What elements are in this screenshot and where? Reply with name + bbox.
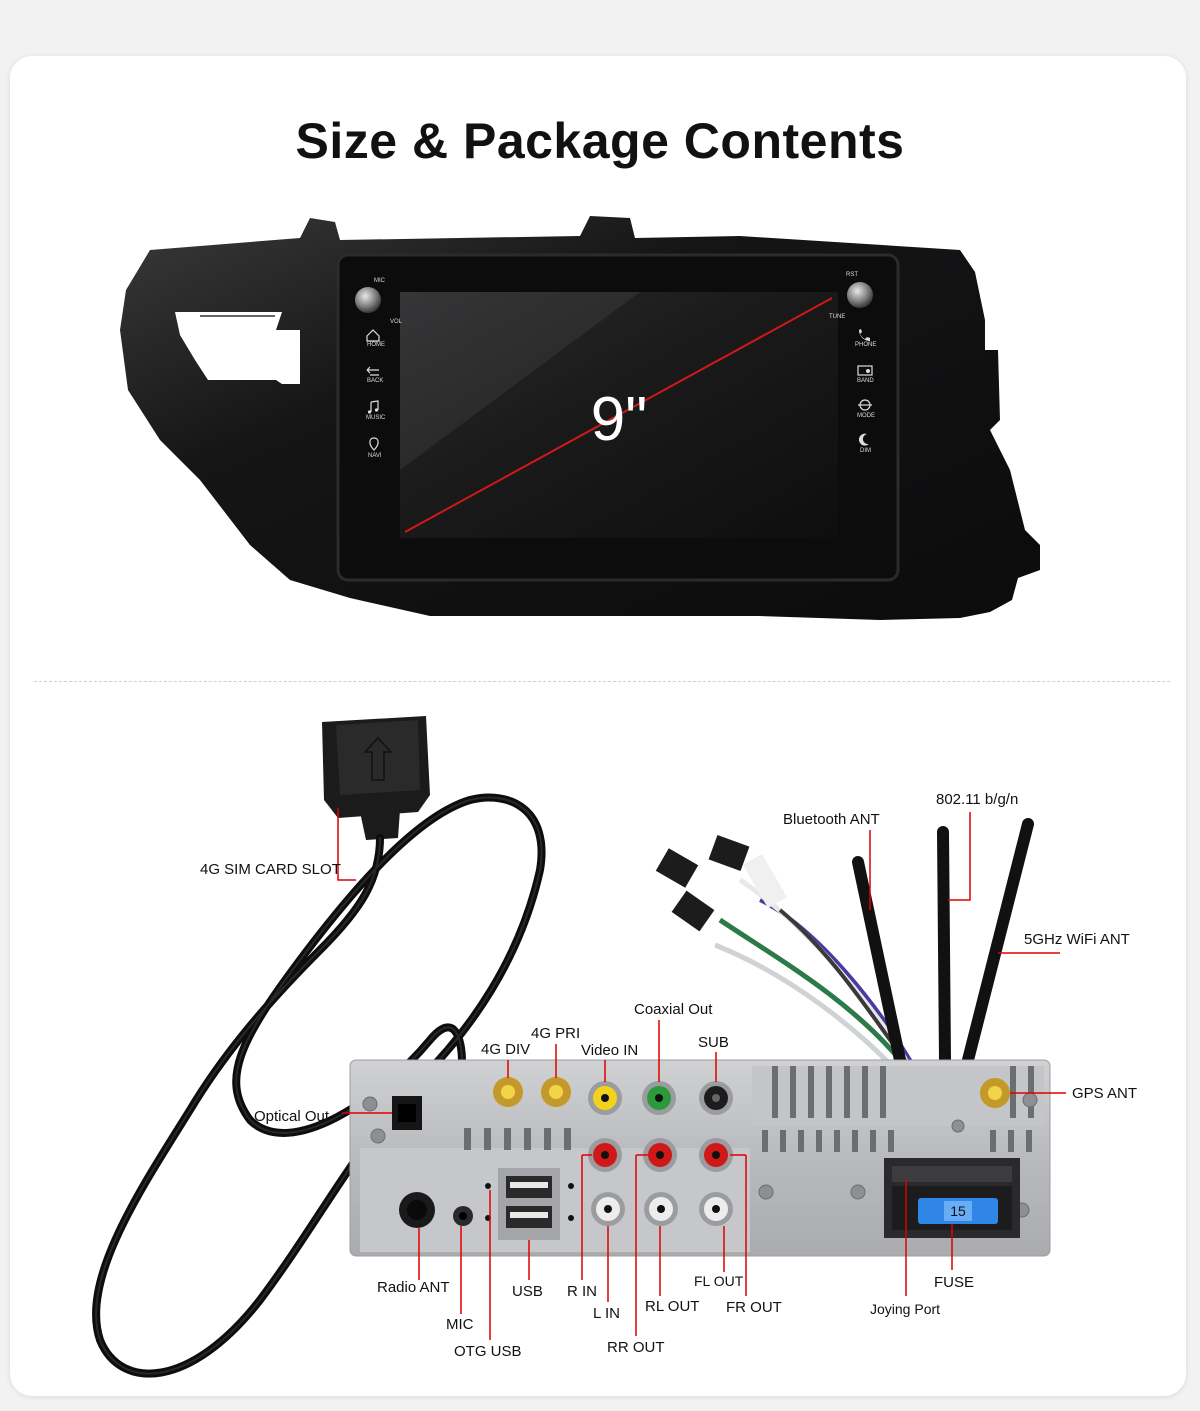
mode-icon[interactable]: [858, 399, 872, 411]
label-usb: USB: [512, 1283, 543, 1300]
label-fuse: FUSE: [934, 1274, 974, 1291]
coaxial-out-jack[interactable]: [642, 1081, 676, 1115]
4g-pri-port[interactable]: [541, 1077, 571, 1107]
key-label-navi: NAVI: [368, 453, 382, 459]
label-r-in: R IN: [567, 1283, 597, 1300]
fuse-value: 15: [950, 1203, 966, 1219]
fr-out-jack[interactable]: [699, 1138, 733, 1172]
section-divider: [34, 681, 1170, 682]
band-icon[interactable]: [857, 365, 873, 376]
label-4g-pri: 4G PRI: [531, 1025, 580, 1042]
gps-ant-port[interactable]: [980, 1078, 1010, 1108]
label-fr-out: FR OUT: [726, 1299, 782, 1316]
left-vent: [175, 312, 300, 384]
video-in-jack[interactable]: [588, 1081, 622, 1115]
label-l-in: L IN: [593, 1305, 620, 1322]
label-rr-out: RR OUT: [607, 1339, 665, 1356]
leader-lines: [337, 808, 1066, 1340]
dim-icon[interactable]: [858, 433, 869, 446]
key-label-back: BACK: [367, 378, 383, 384]
key-label-phone: PHONE: [855, 342, 876, 348]
diagonal-measure-line: [404, 297, 833, 533]
4g-div-port[interactable]: [493, 1077, 523, 1107]
label-coaxial-out: Coaxial Out: [634, 1001, 713, 1018]
page-title: Size & Package Contents: [295, 113, 905, 169]
key-label-tune: TUNE: [829, 314, 845, 320]
label-wifi-5: 5GHz WiFi ANT: [1024, 931, 1130, 948]
volume-knob[interactable]: [355, 287, 381, 313]
home-icon[interactable]: [366, 329, 380, 342]
label-radio-ant: Radio ANT: [377, 1279, 450, 1296]
label-fl-out: FL OUT: [694, 1273, 744, 1289]
rl-out-jack[interactable]: [644, 1192, 678, 1226]
sim-card-slot: [322, 716, 430, 840]
mic-port[interactable]: [453, 1206, 473, 1226]
key-label-rst: RST: [846, 272, 858, 278]
back-icon[interactable]: [366, 366, 379, 376]
label-joying-port: Joying Port: [870, 1301, 940, 1317]
phone-icon[interactable]: [859, 329, 870, 341]
label-wifi-24: 802.11 b/g/n: [936, 791, 1018, 808]
l-in-jack[interactable]: [591, 1192, 625, 1226]
label-bluetooth-ant: Bluetooth ANT: [783, 811, 880, 828]
key-label-band: BAND: [857, 378, 874, 384]
sub-jack[interactable]: [699, 1081, 733, 1115]
key-label-home: HOME: [367, 342, 385, 348]
key-label-music: MUSIC: [366, 415, 386, 421]
r-in-jack[interactable]: [588, 1138, 622, 1172]
navi-icon[interactable]: [369, 437, 379, 451]
rr-out-jack[interactable]: [643, 1138, 677, 1172]
label-gps-ant: GPS ANT: [1072, 1085, 1137, 1102]
key-label-mic: MIC: [374, 278, 386, 284]
vent-slots: [464, 1066, 1034, 1152]
tune-knob[interactable]: [847, 282, 873, 308]
label-optical-out: Optical Out: [254, 1108, 330, 1125]
key-label-mode: MODE: [857, 413, 875, 419]
fuse: 15: [918, 1198, 998, 1224]
label-4g-div: 4G DIV: [481, 1041, 530, 1058]
key-label-vol: VOL: [390, 319, 403, 325]
usb-ports[interactable]: [498, 1168, 560, 1240]
radio-ant-port[interactable]: [399, 1192, 435, 1228]
label-rl-out: RL OUT: [645, 1298, 699, 1315]
label-video-in: Video IN: [581, 1042, 638, 1059]
fl-out-jack[interactable]: [699, 1192, 733, 1226]
label-mic: MIC: [446, 1316, 474, 1333]
music-icon[interactable]: [367, 400, 379, 414]
label-sub: SUB: [698, 1034, 729, 1051]
screen-size: 9": [591, 385, 648, 454]
key-label-dim: DIM: [860, 448, 871, 454]
label-sim-slot: 4G SIM CARD SLOT: [200, 861, 341, 878]
label-otg-usb: OTG USB: [454, 1343, 522, 1360]
